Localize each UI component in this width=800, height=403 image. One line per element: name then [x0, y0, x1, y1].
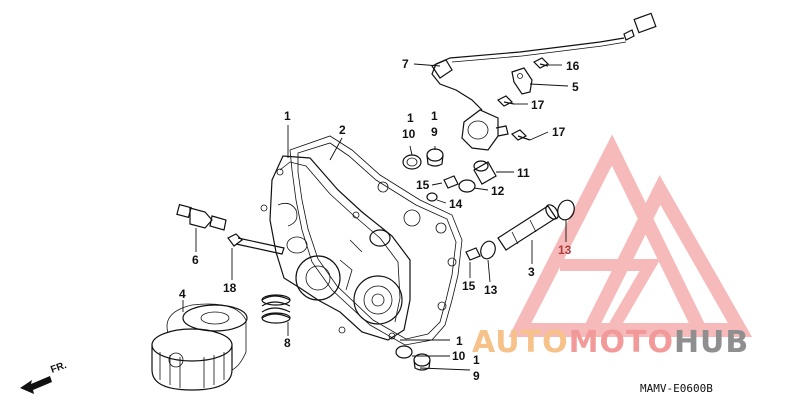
callout-1b: 1	[407, 111, 414, 125]
callout-6: 6	[192, 253, 199, 267]
bolt-18	[227, 233, 285, 255]
oring-12	[458, 179, 476, 193]
relief-spring	[261, 294, 291, 324]
callout-14: 14	[449, 197, 463, 211]
oil-pipe	[497, 204, 559, 251]
leader-lines	[182, 63, 569, 371]
bolt-16	[532, 57, 550, 69]
callout-1e: 1	[473, 353, 480, 367]
callout-18: 18	[223, 281, 237, 295]
harness-clamp	[511, 67, 533, 95]
oil-filter	[151, 303, 248, 391]
callout-9b: 9	[473, 369, 480, 383]
watermark-logo-icon	[508, 134, 753, 337]
crankcase-cover	[260, 155, 411, 341]
callout-4: 4	[179, 287, 186, 301]
callout-15b: 15	[462, 279, 476, 293]
callout-13b: 13	[484, 283, 498, 297]
callout-1a: 1	[284, 109, 291, 123]
callout-17b: 17	[552, 125, 566, 139]
oring-13a	[557, 199, 575, 221]
callout-10b: 10	[452, 349, 466, 363]
callout-1c: 1	[431, 109, 438, 123]
oil-pressure-switch	[176, 203, 227, 231]
callout-5: 5	[572, 80, 579, 94]
callout-16: 16	[566, 59, 580, 73]
oring-13b	[480, 240, 496, 260]
front-label: FR.	[49, 360, 68, 376]
oring-bottom	[395, 345, 413, 359]
callout-3: 3	[528, 265, 535, 279]
callout-9a: 9	[431, 125, 438, 139]
callout-2: 2	[339, 123, 346, 137]
callout-13a: 13	[558, 243, 572, 257]
callout-labels: 1 2 1 10 1 9 7 16 5 17 17 11 15 12 14 13…	[179, 57, 580, 383]
diagram-code: MAMV-E0600B	[640, 382, 713, 395]
plug-top	[426, 148, 444, 167]
bolt-17b	[510, 129, 531, 141]
callout-8: 8	[284, 336, 291, 350]
callout-10a: 10	[402, 127, 416, 141]
watermark-auto: AUTOMOTOHUB	[472, 325, 749, 360]
callout-11: 11	[517, 166, 530, 180]
callout-1d: 1	[456, 334, 463, 348]
front-arrow-icon: FR.	[20, 360, 68, 394]
oring-14	[426, 192, 438, 202]
watermark-text: AUTOMOTOHUB	[472, 325, 749, 360]
dowel-15b	[465, 247, 481, 261]
sensor-harness	[431, 12, 657, 151]
callout-12: 12	[491, 184, 505, 198]
callout-17a: 17	[531, 98, 545, 112]
oring-top	[402, 154, 422, 170]
callout-7: 7	[402, 57, 409, 71]
dowel-15a	[443, 175, 459, 189]
bolt-17a	[496, 95, 515, 107]
callout-15a: 15	[416, 178, 430, 192]
collar-11	[473, 160, 497, 185]
cover-gasket	[289, 135, 463, 346]
